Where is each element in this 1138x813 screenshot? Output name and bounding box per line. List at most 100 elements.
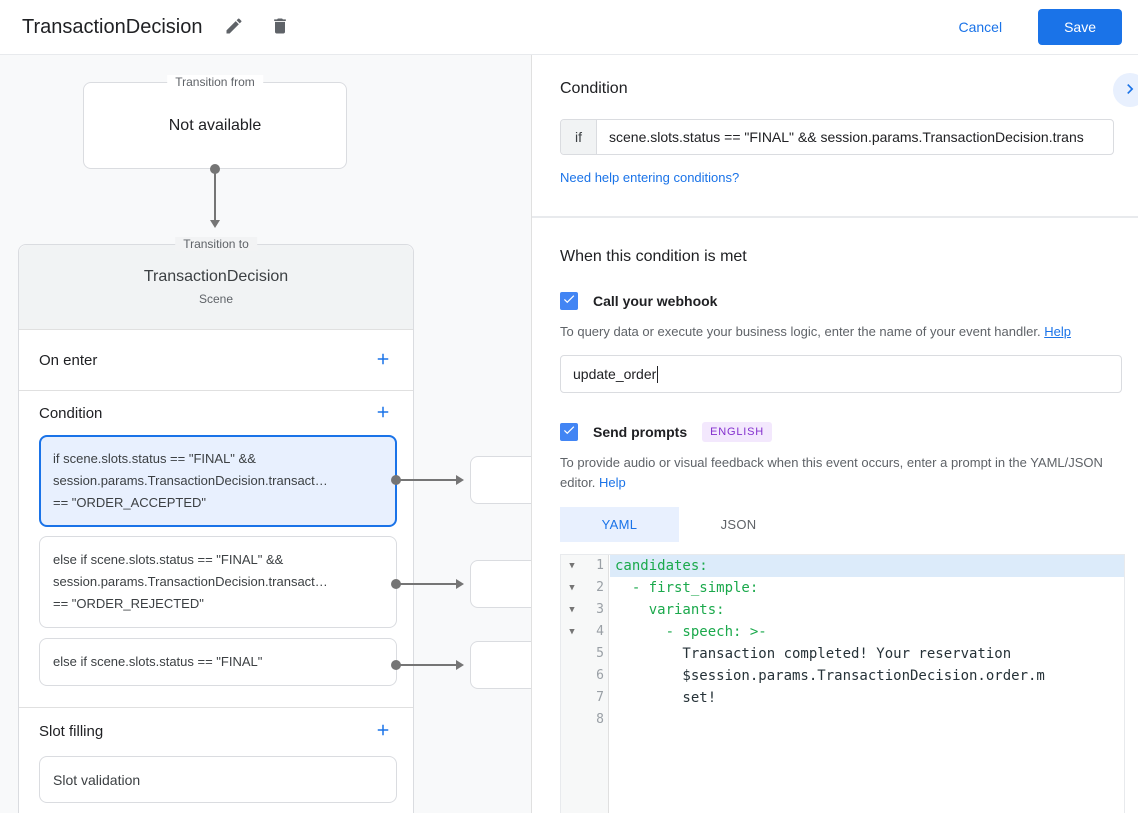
condition-card-final[interactable]: else if scene.slots.status == "FINAL" [39, 638, 397, 686]
code-text: set! [615, 690, 717, 706]
editor-line[interactable]: 7 set! [561, 687, 1124, 709]
condition-expression-input[interactable]: if scene.slots.status == "FINAL" && sess… [560, 119, 1114, 155]
slot-validation-item[interactable]: Slot validation [39, 756, 397, 803]
check-icon [562, 292, 576, 311]
transition-target-box[interactable] [470, 641, 531, 689]
edit-title-button[interactable] [220, 13, 248, 41]
editor-line[interactable]: 6 $session.params.TransactionDecision.or… [561, 665, 1124, 687]
condition-card-rejected[interactable]: else if scene.slots.status == "FINAL" &&… [39, 536, 397, 628]
webhook-description: To query data or execute your business l… [560, 322, 1120, 342]
transition-target-box[interactable] [470, 456, 531, 504]
collapse-panel-button[interactable] [1113, 73, 1138, 107]
condition-text: else if scene.slots.status == "FINAL" && [53, 552, 284, 567]
code-text: candidates: [610, 555, 1124, 577]
condition-detail-panel: Condition if scene.slots.status == "FINA… [532, 55, 1138, 813]
tab-yaml[interactable]: YAML [560, 507, 679, 542]
fold-arrow-icon[interactable]: ▼ [569, 561, 575, 571]
code-text: - speech: >- [615, 624, 767, 640]
connector-line [399, 479, 458, 481]
webhook-checkbox[interactable] [560, 292, 578, 310]
fold-spacer [561, 665, 583, 687]
top-bar: TransactionDecision Cancel Save [0, 0, 1138, 55]
event-handler-input[interactable]: update_order [560, 355, 1122, 393]
line-number: 1 [596, 558, 604, 573]
line-number: 5 [596, 646, 604, 661]
editor-line[interactable]: ▼3 variants: [561, 599, 1124, 621]
condition-text: == "ORDER_REJECTED" [53, 596, 204, 611]
editor-line[interactable]: ▼4 - speech: >- [561, 621, 1124, 643]
cancel-button[interactable]: Cancel [958, 19, 1003, 35]
section-condition: Condition [19, 391, 413, 435]
editor-line[interactable]: 5 Transaction completed! Your reservatio… [561, 643, 1124, 665]
condition-card-accepted[interactable]: if scene.slots.status == "FINAL" && sess… [39, 435, 397, 527]
editor-gutter [561, 555, 609, 813]
connector-arrowhead [456, 579, 464, 589]
scene-card-header[interactable]: TransactionDecision Scene [19, 245, 413, 330]
add-condition-button[interactable] [371, 401, 395, 425]
line-number: 6 [596, 668, 604, 683]
section-slot-filling: Slot filling [19, 708, 413, 754]
prompts-row: Send prompts ENGLISH [560, 422, 1122, 442]
connector-line [399, 583, 458, 585]
connector-line [214, 172, 216, 220]
text-cursor [657, 365, 659, 383]
transition-from-value: Not available [168, 116, 262, 134]
page-title: TransactionDecision [22, 15, 203, 38]
condition-text: session.params.TransactionDecision.trans… [53, 473, 328, 488]
send-prompts-checkbox[interactable] [560, 423, 578, 441]
connector-dot [210, 164, 220, 174]
code-text: - first_simple: [615, 580, 759, 596]
chevron-right-icon [1120, 79, 1138, 102]
tab-json[interactable]: JSON [720, 517, 757, 532]
save-button[interactable]: Save [1038, 9, 1122, 45]
webhook-desc-text: To query data or execute your business l… [560, 324, 1041, 339]
connector-arrowhead [210, 220, 220, 228]
section-divider [19, 707, 413, 708]
add-on-enter-button[interactable] [371, 348, 395, 372]
prompts-help-link[interactable]: Help [599, 475, 626, 490]
connector-dot [391, 475, 401, 485]
condition-header-section: Condition if scene.slots.status == "FINA… [532, 55, 1138, 216]
fold-spacer [561, 687, 583, 709]
transition-to-card: Transition to TransactionDecision Scene … [18, 237, 414, 813]
transition-to-label: Transition to [175, 237, 257, 251]
webhook-label: Call your webhook [593, 293, 718, 309]
editor-line[interactable]: ▼ 2 - first_simple: [561, 577, 1124, 599]
transition-target-box[interactable] [470, 560, 531, 608]
condition-text: else if scene.slots.status == "FINAL" [53, 654, 263, 669]
plus-icon [374, 403, 392, 424]
section-on-enter[interactable]: On enter [19, 330, 413, 391]
editor-line[interactable]: 8 [561, 709, 1124, 731]
code-text: $session.params.TransactionDecision.orde… [615, 668, 1045, 684]
fold-arrow-icon[interactable]: ▼ [569, 627, 575, 637]
condition-met-section: When this condition is met Call your web… [532, 218, 1138, 813]
add-slot-button[interactable] [371, 719, 395, 743]
delete-scene-button[interactable] [266, 13, 294, 41]
send-prompts-label: Send prompts [593, 424, 688, 440]
fold-spacer [561, 643, 583, 665]
fold-arrow-icon[interactable]: ▼ [569, 583, 575, 593]
webhook-row: Call your webhook [560, 292, 1122, 310]
plus-icon [374, 350, 392, 371]
prompts-description: To provide audio or visual feedback when… [560, 453, 1120, 493]
connector-dot [391, 579, 401, 589]
fold-arrow-icon[interactable]: ▼ [569, 605, 575, 615]
condition-expression-value[interactable]: scene.slots.status == "FINAL" && session… [609, 129, 1084, 145]
scene-name: TransactionDecision [143, 268, 289, 285]
conditions-help-link[interactable]: Need help entering conditions? [560, 170, 740, 185]
webhook-help-link[interactable]: Help [1044, 324, 1071, 339]
condition-text: session.params.TransactionDecision.trans… [53, 574, 328, 589]
check-icon [562, 423, 576, 442]
line-number: 8 [596, 712, 604, 727]
connector-arrowhead [456, 660, 464, 670]
line-number: 3 [596, 602, 604, 617]
editor-line[interactable]: ▼ 1 candidates: [561, 555, 1124, 577]
line-number: 2 [596, 580, 604, 595]
condition-text: == "ORDER_ACCEPTED" [53, 495, 206, 510]
panel-title: Condition [560, 80, 628, 97]
panel-divider [532, 216, 1138, 218]
condition-text: if scene.slots.status == "FINAL" && [53, 451, 256, 466]
language-badge: ENGLISH [702, 422, 773, 442]
prompts-desc-text: To provide audio or visual feedback when… [560, 455, 1103, 490]
